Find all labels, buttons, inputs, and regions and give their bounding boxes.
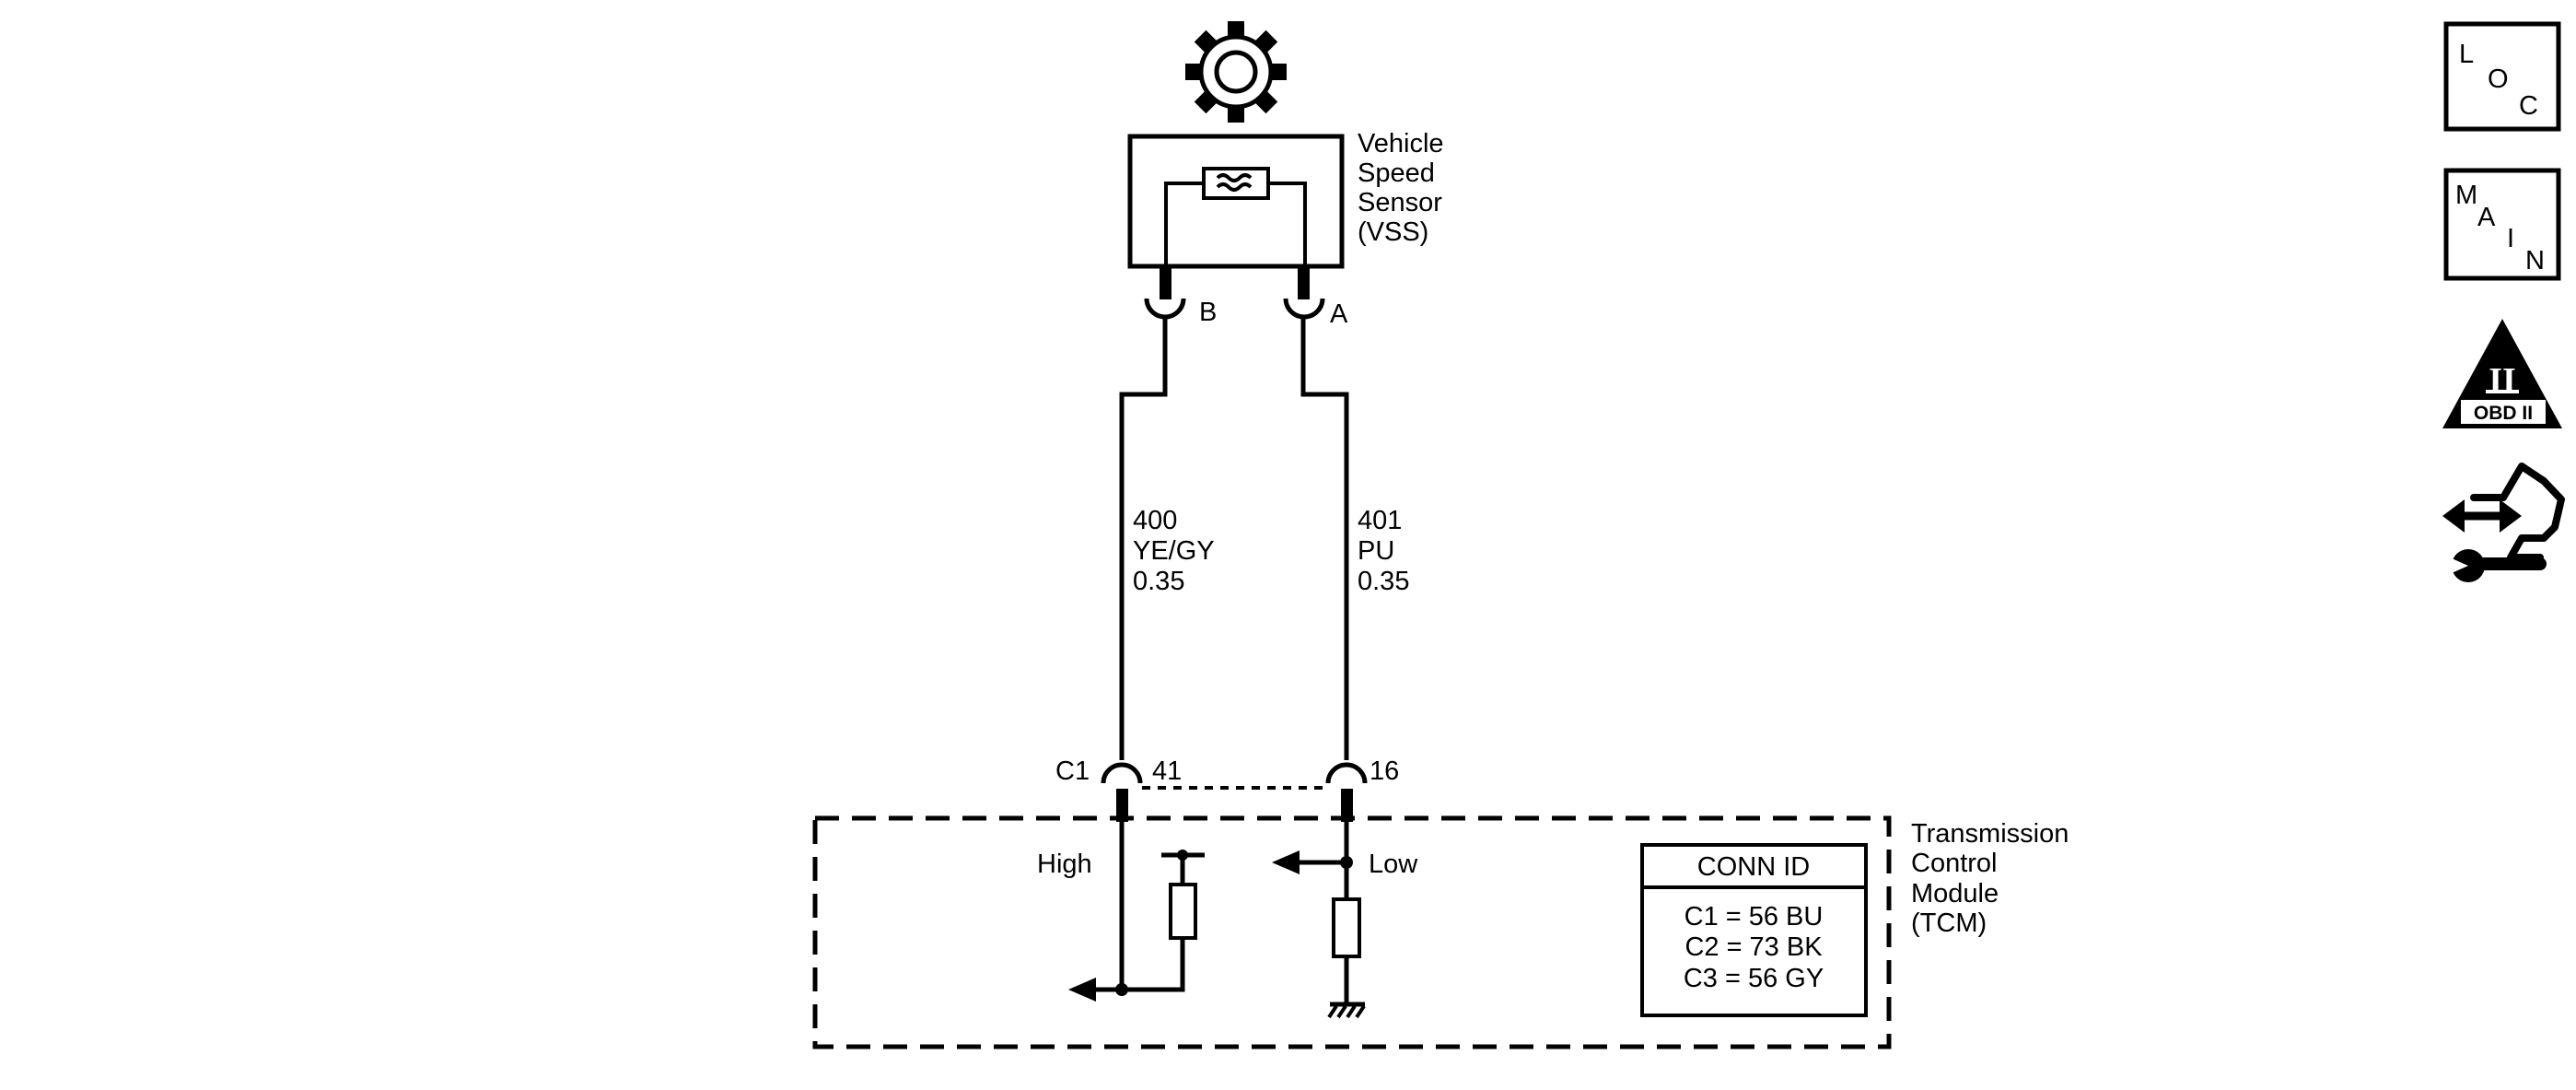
wire-left-circuit: 400 (1133, 506, 1177, 535)
loc-letter-c: C (2519, 91, 2538, 121)
obd-label: OBD II (2474, 403, 2533, 424)
wire-left-gauge: 0.35 (1133, 567, 1184, 596)
wire-right-color: PU (1358, 536, 1394, 566)
connector-pin-16: 16 (1370, 756, 1399, 786)
wire-left-color: YE/GY (1133, 536, 1215, 566)
connector-c1 (1101, 762, 1368, 822)
loc-letter-o: O (2488, 64, 2509, 94)
sensor-pin-b: B (1199, 298, 1217, 327)
low-label: Low (1369, 850, 1418, 879)
tcm-name-line-2: Control (1911, 849, 1998, 878)
high-side-circuit (1068, 820, 1205, 1002)
main-letter-i: I (2507, 224, 2514, 253)
wire-right-circuit: 401 (1358, 506, 1402, 535)
main-letter-n: N (2525, 246, 2545, 275)
gear-icon (1185, 21, 1287, 123)
conn-id-row-c2: C2 = 73 BK (1684, 932, 1823, 962)
tcm-name-line-3: Module (1911, 879, 1999, 908)
connector-id: C1 (1055, 756, 1090, 786)
main-letter-a: A (2477, 203, 2496, 232)
conn-id-row-c1: C1 = 56 BU (1684, 902, 1824, 932)
tcm-module-box (812, 815, 1892, 1049)
sensor-name-line-3: Sensor (1358, 188, 1442, 217)
conn-id-table (1640, 843, 1868, 1017)
wire-401 (1300, 318, 1349, 760)
main-icon[interactable]: M A I N (2443, 168, 2561, 281)
sensor-name-line-4: (VSS) (1358, 217, 1428, 247)
sensor-pin-a: A (1330, 299, 1348, 329)
obd-numeral: II (2489, 361, 2516, 400)
sensor-name-line-1: Vehicle (1358, 129, 1444, 158)
wire-400 (1119, 318, 1168, 760)
high-label: High (1037, 850, 1092, 879)
conn-id-title: CONN ID (1697, 852, 1810, 882)
vehicle-speed-sensor (1127, 134, 1345, 320)
wire-right-gauge: 0.35 (1358, 567, 1409, 596)
loc-letter-l: L (2459, 40, 2474, 69)
sensor-name-line-2: Speed (1358, 158, 1435, 188)
sensor-element (1202, 167, 1270, 200)
low-side-circuit (1272, 820, 1366, 1019)
connector-pin-41: 41 (1152, 756, 1182, 786)
connector-wrench-icon[interactable] (2442, 463, 2565, 582)
main-letter-m: M (2455, 181, 2477, 210)
tcm-name-line-4: (TCM) (1911, 908, 1987, 938)
loc-icon[interactable]: L O C (2443, 21, 2561, 132)
tcm-name-line-1: Transmission (1911, 819, 2069, 849)
conn-id-row-c3: C3 = 56 GY (1684, 964, 1824, 993)
obd-ii-icon[interactable]: II OBD II (2442, 319, 2562, 428)
